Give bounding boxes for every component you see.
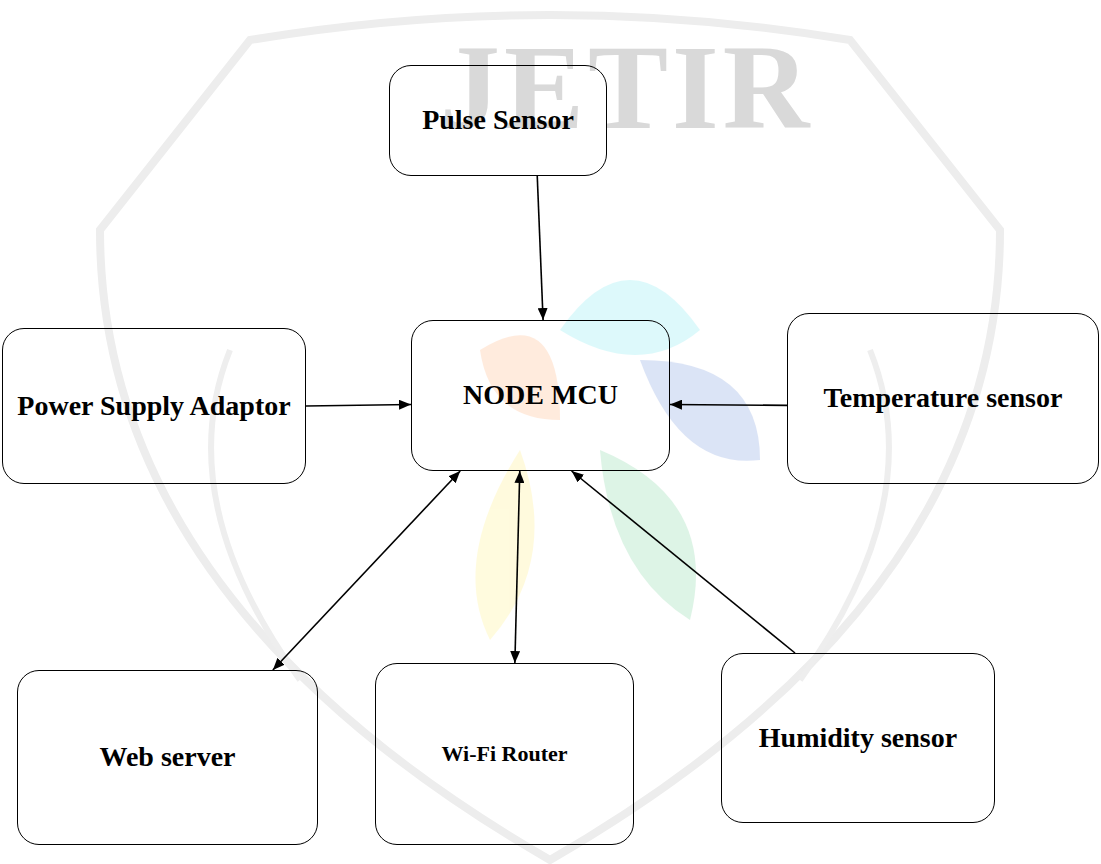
block-box: NODE MCU xyxy=(411,320,670,471)
block-box: Wi-Fi Router xyxy=(375,663,634,845)
arrow-connector xyxy=(670,404,787,406)
logo-petals xyxy=(475,280,760,640)
arrow-connector xyxy=(572,471,795,653)
block-label: NODE MCU xyxy=(463,377,618,413)
block-box: Pulse Sensor xyxy=(389,65,607,176)
arrow-connector xyxy=(306,405,411,406)
block-label: Pulse Sensor xyxy=(422,102,574,138)
arrow-connector xyxy=(515,471,520,663)
block-box: Web server xyxy=(17,670,318,845)
block-label: Wi-Fi Router xyxy=(441,740,567,769)
arrow-connector xyxy=(273,471,460,670)
block-box: Humidity sensor xyxy=(721,653,995,823)
block-label: Web server xyxy=(99,739,235,775)
block-box: Temperature sensor xyxy=(787,313,1099,484)
arrow-connector xyxy=(537,176,543,320)
block-label: Humidity sensor xyxy=(759,720,957,756)
block-box: Power Supply Adaptor xyxy=(2,328,306,484)
shield-outline xyxy=(100,15,1000,860)
block-label: Temperature sensor xyxy=(824,380,1063,416)
block-label: Power Supply Adaptor xyxy=(17,388,290,424)
